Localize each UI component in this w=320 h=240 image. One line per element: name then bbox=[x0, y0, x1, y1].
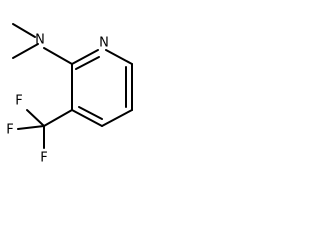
structure-diagram: N N F F F bbox=[0, 0, 150, 172]
bond-c5-to-c4 bbox=[101, 109, 133, 127]
amine-nitrogen-label: N bbox=[35, 33, 45, 48]
bond-cf3-carbon-to-f-left bbox=[17, 125, 45, 130]
bond-c2-to-ring-n bbox=[71, 49, 99, 65]
bond-c4-to-c3-double bbox=[78, 106, 103, 120]
bond-ring-n-to-c6 bbox=[105, 49, 133, 65]
bond-c4-to-c3 bbox=[71, 109, 103, 127]
fluorine-top-label: F bbox=[15, 94, 22, 109]
molecule-drawing: N N F F F bbox=[6, 23, 133, 166]
bond-amine-n-to-c2 bbox=[43, 47, 73, 65]
fluorine-left-label: F bbox=[6, 123, 13, 138]
bond-c3-to-cf3-carbon bbox=[43, 109, 73, 127]
bond-cf3-carbon-to-f-top bbox=[26, 109, 45, 127]
fluorine-bottom-label: F bbox=[40, 151, 47, 166]
bond-c2-to-ring-n-double bbox=[75, 56, 100, 70]
bond-methyl-right-to-amine-n bbox=[12, 43, 39, 59]
ring-nitrogen-label: N bbox=[99, 36, 109, 51]
bond-methyl-left-to-amine-n bbox=[12, 23, 36, 38]
